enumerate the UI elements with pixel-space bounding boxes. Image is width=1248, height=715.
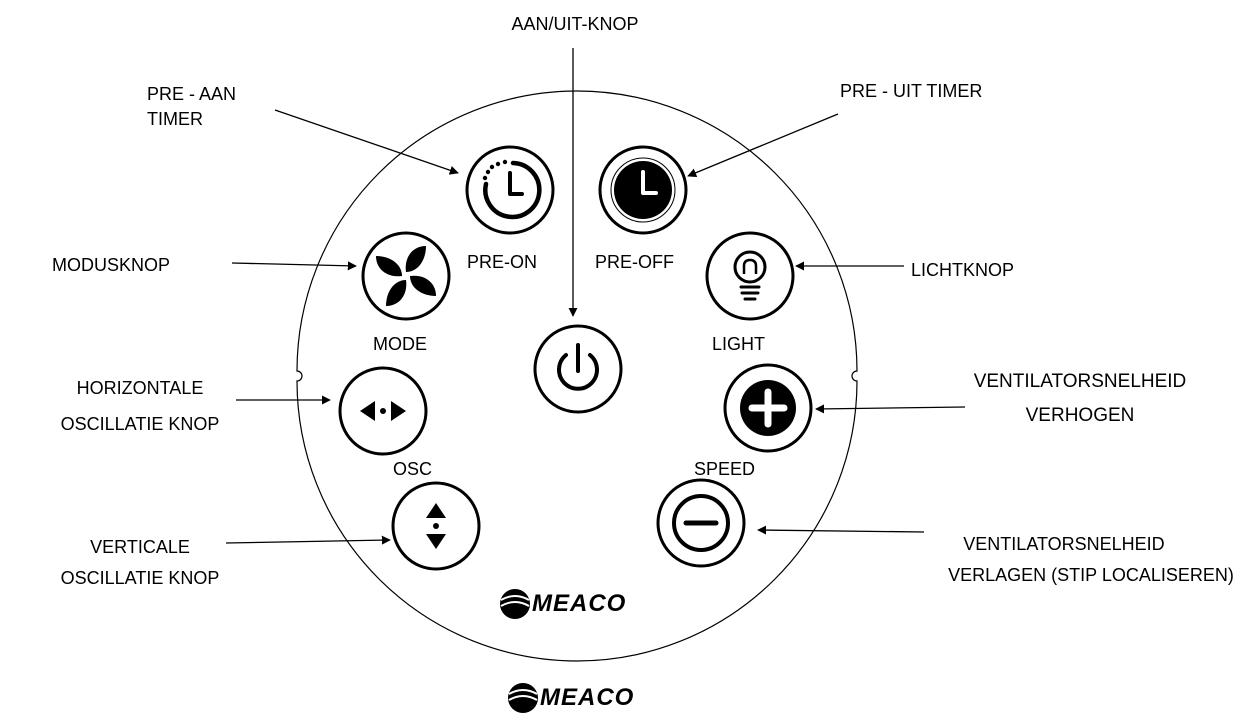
speed-down-button[interactable] (656, 478, 746, 568)
horizontal-osc-callout-label-2: OSCILLATIE KNOP (60, 414, 220, 434)
meaco-footer-logo-icon (508, 683, 538, 713)
speed-down-callout-label-1: VENTILATORSNELHEID (963, 534, 1165, 554)
fan-icon (376, 246, 436, 306)
pre-on-label: PRE-ON (467, 252, 538, 272)
panel-outline (296, 90, 858, 662)
pre-on-callout-arrow (274, 109, 459, 175)
plus-icon (740, 380, 796, 436)
vertical-osc-button[interactable] (391, 481, 481, 571)
pre-on-callout-label-2: TIMER (147, 109, 203, 129)
horizontal-arrows-icon (360, 401, 406, 421)
speed-up-callout-arrow (815, 404, 966, 414)
vertical-osc-callout-label-1: VERTICALE (90, 537, 190, 557)
power-button[interactable] (533, 324, 623, 414)
speed-up-callout-label-1: VENTILATORSNELHEID (973, 371, 1187, 392)
osc-label: OSC (393, 459, 433, 479)
mode-callout-arrow (231, 261, 357, 271)
power-icon (557, 343, 599, 391)
power-callout-label: AAN/UIT-KNOP (511, 14, 639, 34)
meaco-logo-icon (500, 589, 530, 619)
footer-brand-text: MEACO (540, 684, 635, 711)
pre-on-callout-label-1: PRE - AAN (147, 84, 237, 104)
minus-icon (672, 494, 730, 552)
pre-on-button[interactable] (465, 145, 555, 235)
light-button[interactable] (705, 231, 795, 321)
horizontal-osc-callout-label-1: HORIZONTALE (76, 378, 204, 398)
mode-button[interactable] (361, 231, 451, 321)
mode-label: MODE (373, 334, 427, 354)
light-callout-label: LICHTKNOP (911, 260, 1015, 280)
light-label: LIGHT (712, 334, 766, 354)
speed-up-callout-label-2: VERHOGEN (1025, 405, 1135, 426)
speed-down-callout-label-2: VERLAGEN (STIP LOCALISEREN) (948, 565, 1234, 585)
vertical-arrows-icon (426, 503, 446, 549)
clock-dotted-icon (482, 159, 542, 220)
bulb-icon (733, 250, 767, 301)
vertical-osc-callout-arrow (225, 535, 391, 545)
pre-off-callout-arrow (687, 113, 839, 178)
horizontal-osc-button[interactable] (338, 366, 428, 456)
clock-filled-icon (614, 161, 672, 219)
speed-down-callout-arrow (757, 525, 925, 535)
pre-off-callout-label: PRE - UIT TIMER (840, 81, 983, 101)
pre-off-label: PRE-OFF (595, 252, 674, 272)
pre-off-button[interactable] (598, 145, 688, 235)
speed-label: SPEED (694, 459, 756, 479)
vertical-osc-callout-label-2: OSCILLATIE KNOP (60, 568, 220, 588)
panel-brand-text: MEACO (532, 590, 627, 617)
mode-callout-label: MODUSKNOP (52, 255, 171, 275)
speed-up-button[interactable] (723, 363, 813, 453)
